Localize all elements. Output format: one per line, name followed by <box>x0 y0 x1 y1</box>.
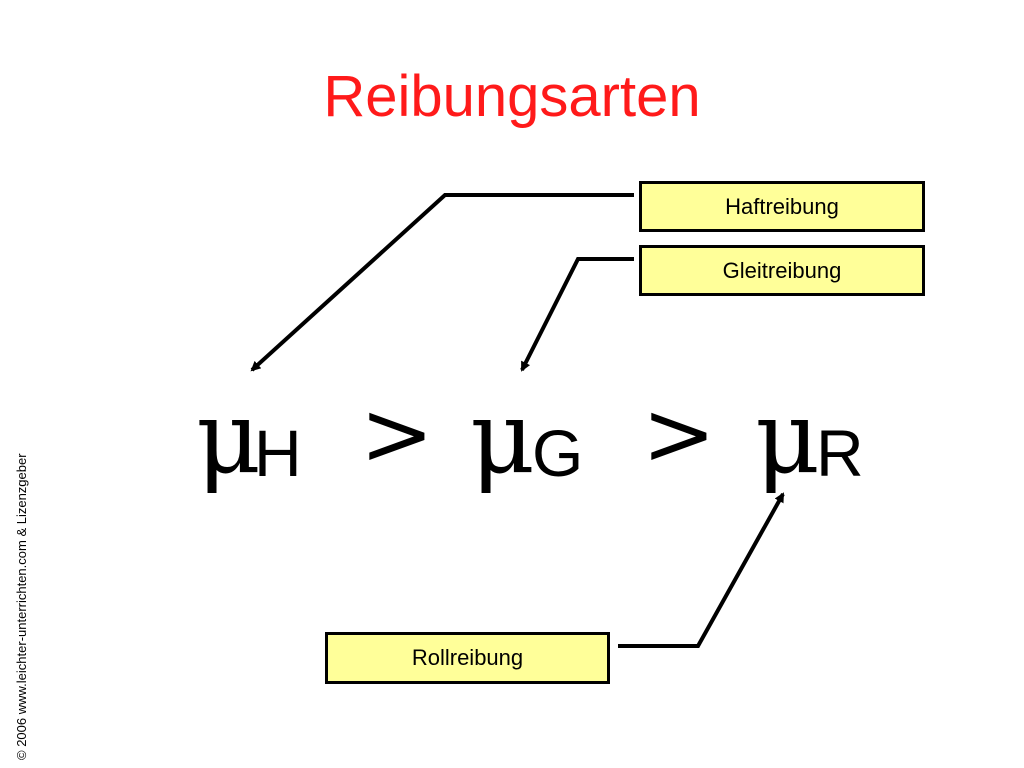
subscript-g: G <box>532 416 584 490</box>
subscript-h: H <box>254 416 302 490</box>
label-rollreibung: Rollreibung <box>325 632 610 684</box>
arrow-gleitreibung <box>520 257 634 372</box>
mu-symbol-r: μ <box>755 379 820 496</box>
label-gleitreibung: Gleitreibung <box>639 245 925 296</box>
mu-symbol-h: μ <box>196 379 261 496</box>
slide-title: Reibungsarten <box>323 64 701 129</box>
subscript-r: R <box>816 416 864 490</box>
mu-symbol-g: μ <box>470 379 535 496</box>
copyright-note: © 2006 www.leichter-unterrichten.com & L… <box>14 453 29 760</box>
greater-than-1: > <box>360 382 434 485</box>
arrow-haftreibung <box>250 193 634 372</box>
arrow-rollreibung <box>618 492 785 648</box>
greater-than-2: > <box>642 382 716 485</box>
label-haftreibung: Haftreibung <box>639 181 925 232</box>
